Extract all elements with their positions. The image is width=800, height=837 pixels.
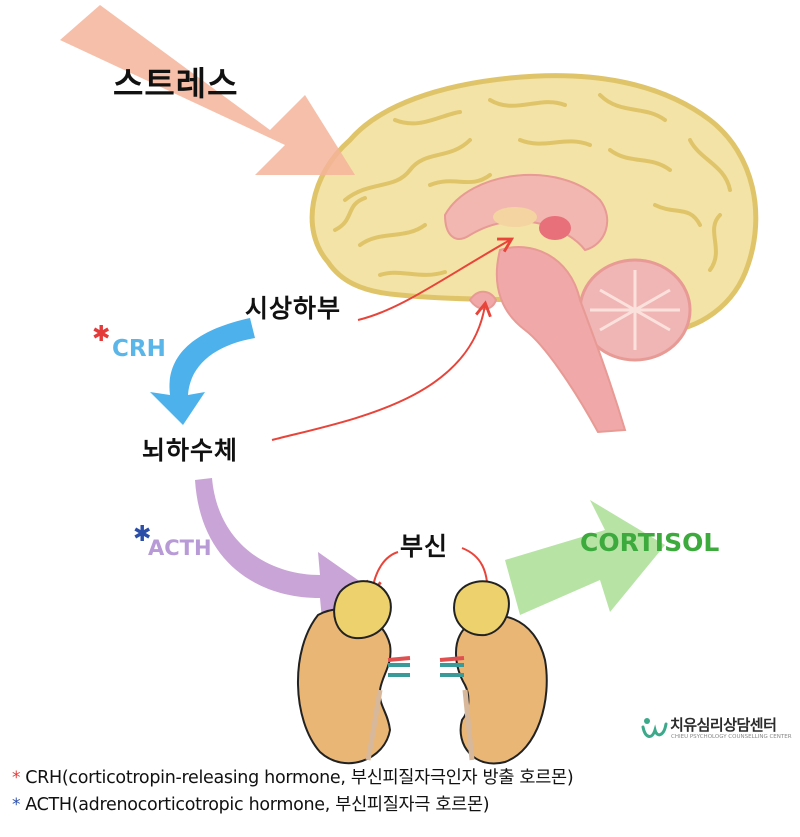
stress-label: 스트레스	[113, 64, 239, 103]
acth-arrow	[195, 478, 365, 620]
footnote-acth-text: ACTH(adrenocorticotropic hormone, 부신피질자극…	[25, 795, 490, 815]
hypothalamus-label: 시상하부	[245, 294, 342, 323]
crh-label: CRH	[112, 336, 166, 362]
leaf-logo-icon	[641, 718, 668, 738]
blue-star-icon: *	[12, 795, 21, 815]
logo-name: 치유심리상담센터	[670, 716, 777, 734]
footnote-crh-text: CRH(corticotropin-releasing hormone, 부신피…	[25, 768, 574, 788]
right-kidney	[439, 580, 548, 765]
footnote-crh: *CRH(corticotropin-releasing hormone, 부신…	[12, 764, 574, 789]
crh-arrow	[150, 318, 255, 425]
cortisol-arrow	[505, 500, 665, 615]
pituitary-label: 뇌하수체	[142, 436, 239, 465]
crh-star-icon: ✱	[92, 322, 111, 347]
adrenal-label: 부신	[400, 532, 449, 561]
acth-label: ACTH	[148, 536, 212, 560]
logo-subtitle: CHIEU PSYCHOLOGY COUNSELLING CENTER	[671, 734, 792, 740]
footnote-acth: *ACTH(adrenocorticotropic hormone, 부신피질자…	[12, 791, 490, 816]
center-logo: 치유심리상담센터 CHIEU PSYCHOLOGY COUNSELLING CE…	[640, 712, 792, 746]
acth-star-icon: ✱	[133, 522, 152, 547]
stress-arrow	[60, 5, 355, 175]
cortisol-label: CORTISOL	[580, 528, 720, 557]
brain-illustration	[309, 73, 759, 434]
red-star-icon: *	[12, 768, 21, 788]
left-kidney	[297, 580, 411, 765]
